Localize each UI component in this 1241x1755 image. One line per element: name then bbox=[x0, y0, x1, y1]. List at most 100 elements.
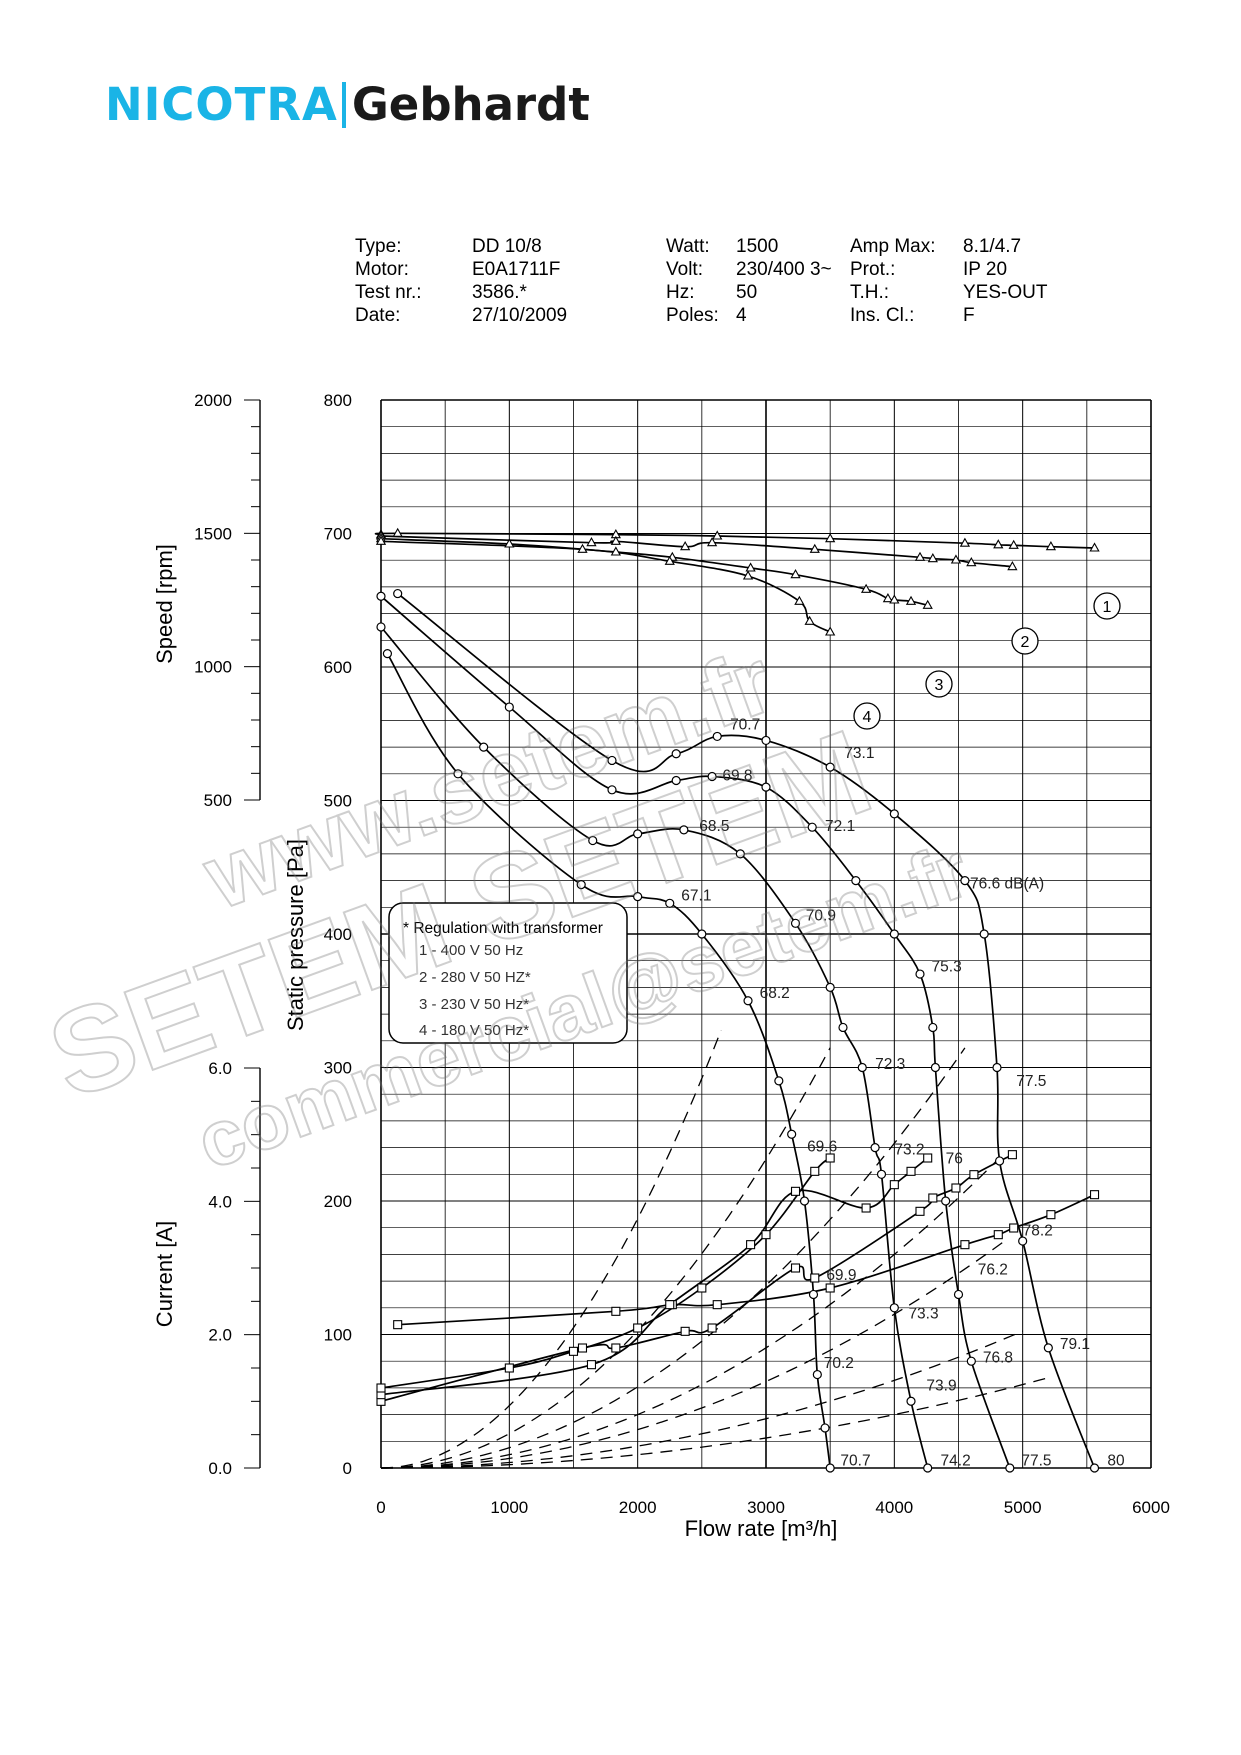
speed-marker bbox=[860, 583, 872, 593]
pressure-marker bbox=[994, 1156, 1005, 1166]
pressure-marker bbox=[479, 742, 489, 752]
current-marker bbox=[928, 1193, 938, 1203]
sound-level-label: 80 bbox=[1107, 1452, 1125, 1469]
logo-gebhardt: Gebhardt bbox=[351, 78, 590, 131]
speed-marker bbox=[745, 562, 756, 572]
current-marker bbox=[889, 1180, 899, 1190]
pressure-marker bbox=[453, 769, 463, 779]
sound-labels: 70.769.868.567.173.172.170.968.276.6 dB(… bbox=[681, 717, 1125, 1470]
pressure-marker bbox=[671, 775, 681, 786]
system-curves bbox=[380, 1029, 1049, 1469]
sound-level-label: 79.1 bbox=[1060, 1336, 1090, 1353]
current-marker bbox=[568, 1346, 579, 1356]
current-tick-label: 6.0 bbox=[208, 1059, 232, 1078]
current-axis-title: Current [A] bbox=[152, 1221, 177, 1327]
pressure-tick-label: 300 bbox=[324, 1059, 352, 1078]
pressure-marker bbox=[941, 1196, 951, 1206]
spec-hz-label: Hz: bbox=[666, 282, 695, 303]
pressure-marker bbox=[1043, 1343, 1053, 1353]
system-curve bbox=[380, 1377, 1049, 1469]
legend-box bbox=[388, 902, 628, 1044]
pressure-marker bbox=[966, 1356, 976, 1366]
pressure-marker bbox=[953, 1289, 964, 1300]
speed-marker bbox=[1008, 539, 1019, 549]
pressure-tick-label: 800 bbox=[324, 391, 352, 410]
pressure-marker bbox=[915, 969, 925, 979]
speed-curve-3 bbox=[380, 537, 928, 607]
speed-curve-1 bbox=[374, 532, 1095, 549]
spec-amp-value: 8.1/4.7 bbox=[963, 236, 1022, 257]
speed-marker bbox=[825, 533, 836, 543]
sound-level-label: 70.7 bbox=[730, 717, 760, 734]
current-marker bbox=[393, 1320, 403, 1330]
current-marker bbox=[1009, 1223, 1019, 1233]
speed-tick-label: 1500 bbox=[194, 524, 232, 543]
x-tick-label: 1000 bbox=[490, 1498, 528, 1517]
spec-poles-label: Poles: bbox=[666, 305, 719, 326]
spec-volt-value: 230/400 3~ bbox=[736, 259, 832, 280]
pressure-marker bbox=[851, 875, 861, 886]
speed-marker bbox=[610, 546, 621, 556]
pressure-marker bbox=[960, 875, 970, 886]
pressure-marker bbox=[376, 622, 386, 632]
current-marker bbox=[960, 1240, 970, 1250]
speed-marker bbox=[712, 530, 723, 540]
current-marker bbox=[611, 1306, 621, 1316]
curve-number-circle bbox=[853, 702, 881, 730]
pressure-marker bbox=[665, 898, 675, 908]
current-marker bbox=[810, 1273, 820, 1283]
spec-type-value: DD 10/8 bbox=[472, 236, 542, 257]
pressure-marker bbox=[1005, 1463, 1015, 1473]
spec-ins-label: Ins. Cl.: bbox=[850, 305, 915, 326]
pressure-marker bbox=[588, 835, 598, 846]
speed-marker bbox=[1089, 542, 1100, 552]
current-marker bbox=[923, 1153, 933, 1163]
sound-level-label: 73.9 bbox=[926, 1378, 956, 1395]
pressure-marker bbox=[876, 1169, 887, 1179]
current-marker bbox=[810, 1166, 820, 1176]
pressure-marker bbox=[679, 825, 689, 835]
sound-level-label: 68.5 bbox=[699, 818, 729, 835]
x-axis-title: Flow rate [m³/h] bbox=[685, 1516, 838, 1541]
sound-level-label: 73.2 bbox=[894, 1141, 924, 1158]
current-tick-label: 4.0 bbox=[208, 1192, 232, 1211]
speed-marker bbox=[922, 599, 933, 609]
spec-th-label: T.H.: bbox=[850, 282, 890, 303]
sound-level-label: 72.1 bbox=[825, 818, 855, 835]
speed-marker bbox=[950, 554, 962, 564]
pressure-tick-label: 600 bbox=[324, 658, 352, 677]
curve-number-label: 3 bbox=[935, 677, 944, 694]
spec-type-label: Type: bbox=[355, 236, 402, 257]
speed-marker bbox=[809, 543, 820, 553]
pressure-marker bbox=[923, 1463, 933, 1473]
pressure-marker bbox=[825, 762, 835, 772]
speed-marker bbox=[680, 541, 691, 551]
current-marker bbox=[707, 1323, 717, 1333]
pressure-curve-3 bbox=[380, 626, 929, 1469]
curve-number-label: 4 bbox=[863, 709, 872, 726]
pressure-marker bbox=[787, 1129, 797, 1139]
current-marker bbox=[746, 1240, 756, 1250]
logo-nicotra: NICOTRA bbox=[105, 78, 338, 131]
pressure-tick-label: 400 bbox=[324, 925, 352, 944]
speed-marker bbox=[993, 539, 1004, 549]
current-marker bbox=[504, 1363, 514, 1373]
speed-marker bbox=[586, 537, 597, 547]
spec-motor-label: Motor: bbox=[355, 259, 409, 280]
sound-level-label: 76 bbox=[946, 1151, 963, 1168]
current-curve-4 bbox=[380, 1157, 831, 1389]
pressure-marker bbox=[825, 982, 835, 993]
pressure-marker bbox=[812, 1369, 822, 1380]
sound-level-label: 70.7 bbox=[840, 1452, 870, 1469]
current-marker bbox=[697, 1283, 707, 1293]
curve-number-circle bbox=[1093, 592, 1121, 620]
pressure-marker bbox=[707, 771, 717, 782]
current-marker bbox=[790, 1186, 801, 1196]
x-tick-label: 6000 bbox=[1132, 1498, 1170, 1517]
pressure-marker bbox=[671, 749, 681, 759]
pressure-marker bbox=[838, 1022, 848, 1033]
legend: * Regulation with transformer 1 - 400 V … bbox=[388, 902, 628, 1044]
pressure-marker bbox=[735, 849, 745, 859]
speed-marker bbox=[927, 553, 938, 563]
